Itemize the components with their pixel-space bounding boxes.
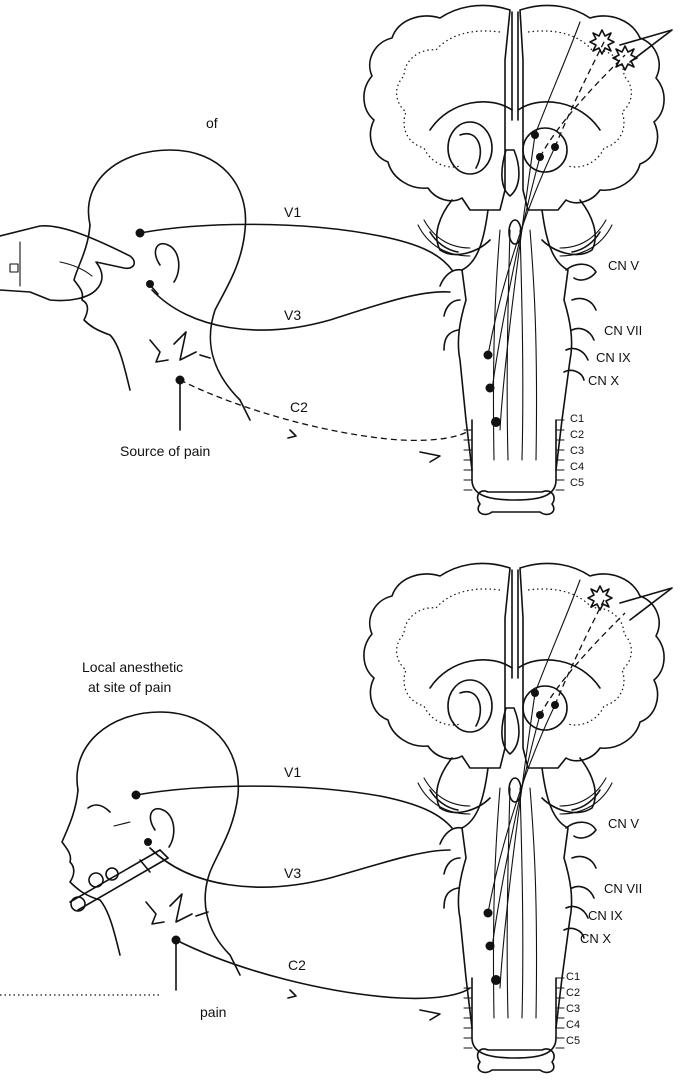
top-c5-label: C5 [570, 477, 584, 489]
bottom-c3-label: C3 [566, 1003, 580, 1015]
top-cn9-label: CN IX [596, 350, 631, 365]
bottom-cn10-label: CN X [580, 931, 611, 946]
bottom-v1-label: V1 [284, 764, 301, 780]
bottom-c4-label: C4 [566, 1019, 580, 1031]
bottom-caption-line2: at site of pain [88, 679, 171, 695]
top-v1-label: V1 [284, 204, 301, 220]
top-c2-label: C2 [290, 399, 308, 415]
top-caption: of [206, 115, 218, 131]
top-cn10-label: CN X [588, 373, 619, 388]
bottom-c5-label: C5 [566, 1035, 580, 1047]
top-c3-label: C3 [570, 445, 584, 457]
top-head-illustration [0, 149, 251, 421]
bottom-v1-nerve [131, 785, 453, 829]
bottom-c1-label: C1 [566, 971, 580, 983]
top-cn5-label: CN V [608, 258, 639, 273]
top-cn7-label: CN VII [604, 323, 642, 338]
top-panel: of V1 V3 C2 Source of pain CN V CN VII C… [0, 4, 673, 516]
top-cortex-star-icon [589, 29, 638, 71]
bottom-source-label: pain [200, 1004, 226, 1020]
top-c2-nerve [175, 375, 471, 463]
bottom-cn9-label: CN IX [588, 908, 623, 923]
top-v1-nerve [135, 223, 453, 271]
bottom-cortex-star-icon [587, 585, 613, 611]
top-v3-nerve [146, 280, 451, 331]
top-c2-level-label: C2 [570, 429, 584, 441]
bottom-v3-nerve [144, 838, 451, 888]
bottom-caption-line1: Local anesthetic [82, 659, 183, 675]
bottom-c2-level-label: C2 [566, 987, 580, 999]
top-c1-label: C1 [570, 413, 584, 425]
bottom-panel: Local anesthetic at site of pain V1 V3 C… [0, 562, 673, 1074]
top-v3-label: V3 [284, 307, 301, 323]
bottom-v3-label: V3 [284, 865, 301, 881]
bottom-c2-nerve [0, 935, 471, 1021]
bottom-c2-label: C2 [288, 957, 306, 973]
top-source-label: Source of pain [120, 443, 210, 459]
top-c4-label: C4 [570, 461, 584, 473]
bottom-cn7-label: CN VII [604, 881, 642, 896]
bottom-head-illustration [61, 711, 241, 976]
bottom-cn5-label: CN V [608, 816, 639, 831]
